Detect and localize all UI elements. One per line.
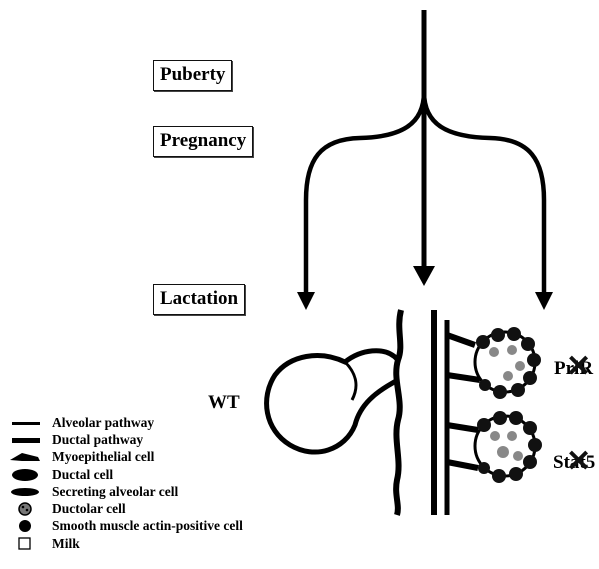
legend-item: Secreting alveolar cell: [8, 483, 243, 500]
ko-lower-branch: [447, 425, 478, 468]
legend-item: Smooth muscle actin-positive cell: [8, 518, 243, 535]
legend-label: Ductolar cell: [52, 501, 126, 517]
wt-alveolus-inner: [345, 362, 356, 400]
legend-item: Ductal pathway: [8, 431, 243, 448]
knockout-cross-icon: ✕: [566, 447, 591, 477]
ko-upper-acinus: [475, 327, 541, 399]
black-circle-icon: [8, 519, 42, 533]
legend-item: Milk: [8, 535, 243, 552]
legend-label: Ductal pathway: [52, 432, 143, 448]
legend-label: Milk: [52, 536, 80, 552]
right-arrowhead: [535, 292, 553, 310]
black-ellipse-icon: [8, 468, 42, 482]
stage-lactation-box: Lactation: [153, 284, 245, 315]
flat-ellipse-icon: [8, 485, 42, 499]
legend: Alveolar pathway Ductal pathway Myoepith…: [8, 414, 243, 552]
left-branch-path: [306, 92, 424, 295]
myoepithelial-shape-icon: [8, 450, 42, 464]
right-branch-path: [424, 92, 544, 295]
ko-lower-acinus: [475, 411, 542, 483]
speckled-circle-icon: [8, 502, 42, 516]
thin-line-icon: [8, 416, 42, 430]
thick-line-icon: [8, 433, 42, 447]
wt-label: WT: [208, 392, 240, 414]
open-square-icon: [8, 537, 42, 551]
legend-label: Alveolar pathway: [52, 415, 154, 431]
legend-item: Ductolar cell: [8, 500, 243, 517]
legend-label: Secreting alveolar cell: [52, 484, 178, 500]
legend-item: Ductal cell: [8, 466, 243, 483]
legend-label: Smooth muscle actin-positive cell: [52, 518, 243, 534]
wt-alveolus-loop: [267, 351, 398, 452]
left-arrowhead: [297, 292, 315, 310]
legend-label: Myoepithelial cell: [52, 449, 154, 465]
center-arrowhead: [413, 266, 435, 286]
stage-pregnancy-box: Pregnancy: [153, 126, 253, 157]
knockout-cross-icon: ✕: [566, 352, 591, 382]
wt-duct-wall: [396, 310, 401, 515]
legend-item: Alveolar pathway: [8, 414, 243, 431]
legend-item: Myoepithelial cell: [8, 449, 243, 466]
legend-label: Ductal cell: [52, 467, 113, 483]
stage-puberty-box: Puberty: [153, 60, 232, 91]
